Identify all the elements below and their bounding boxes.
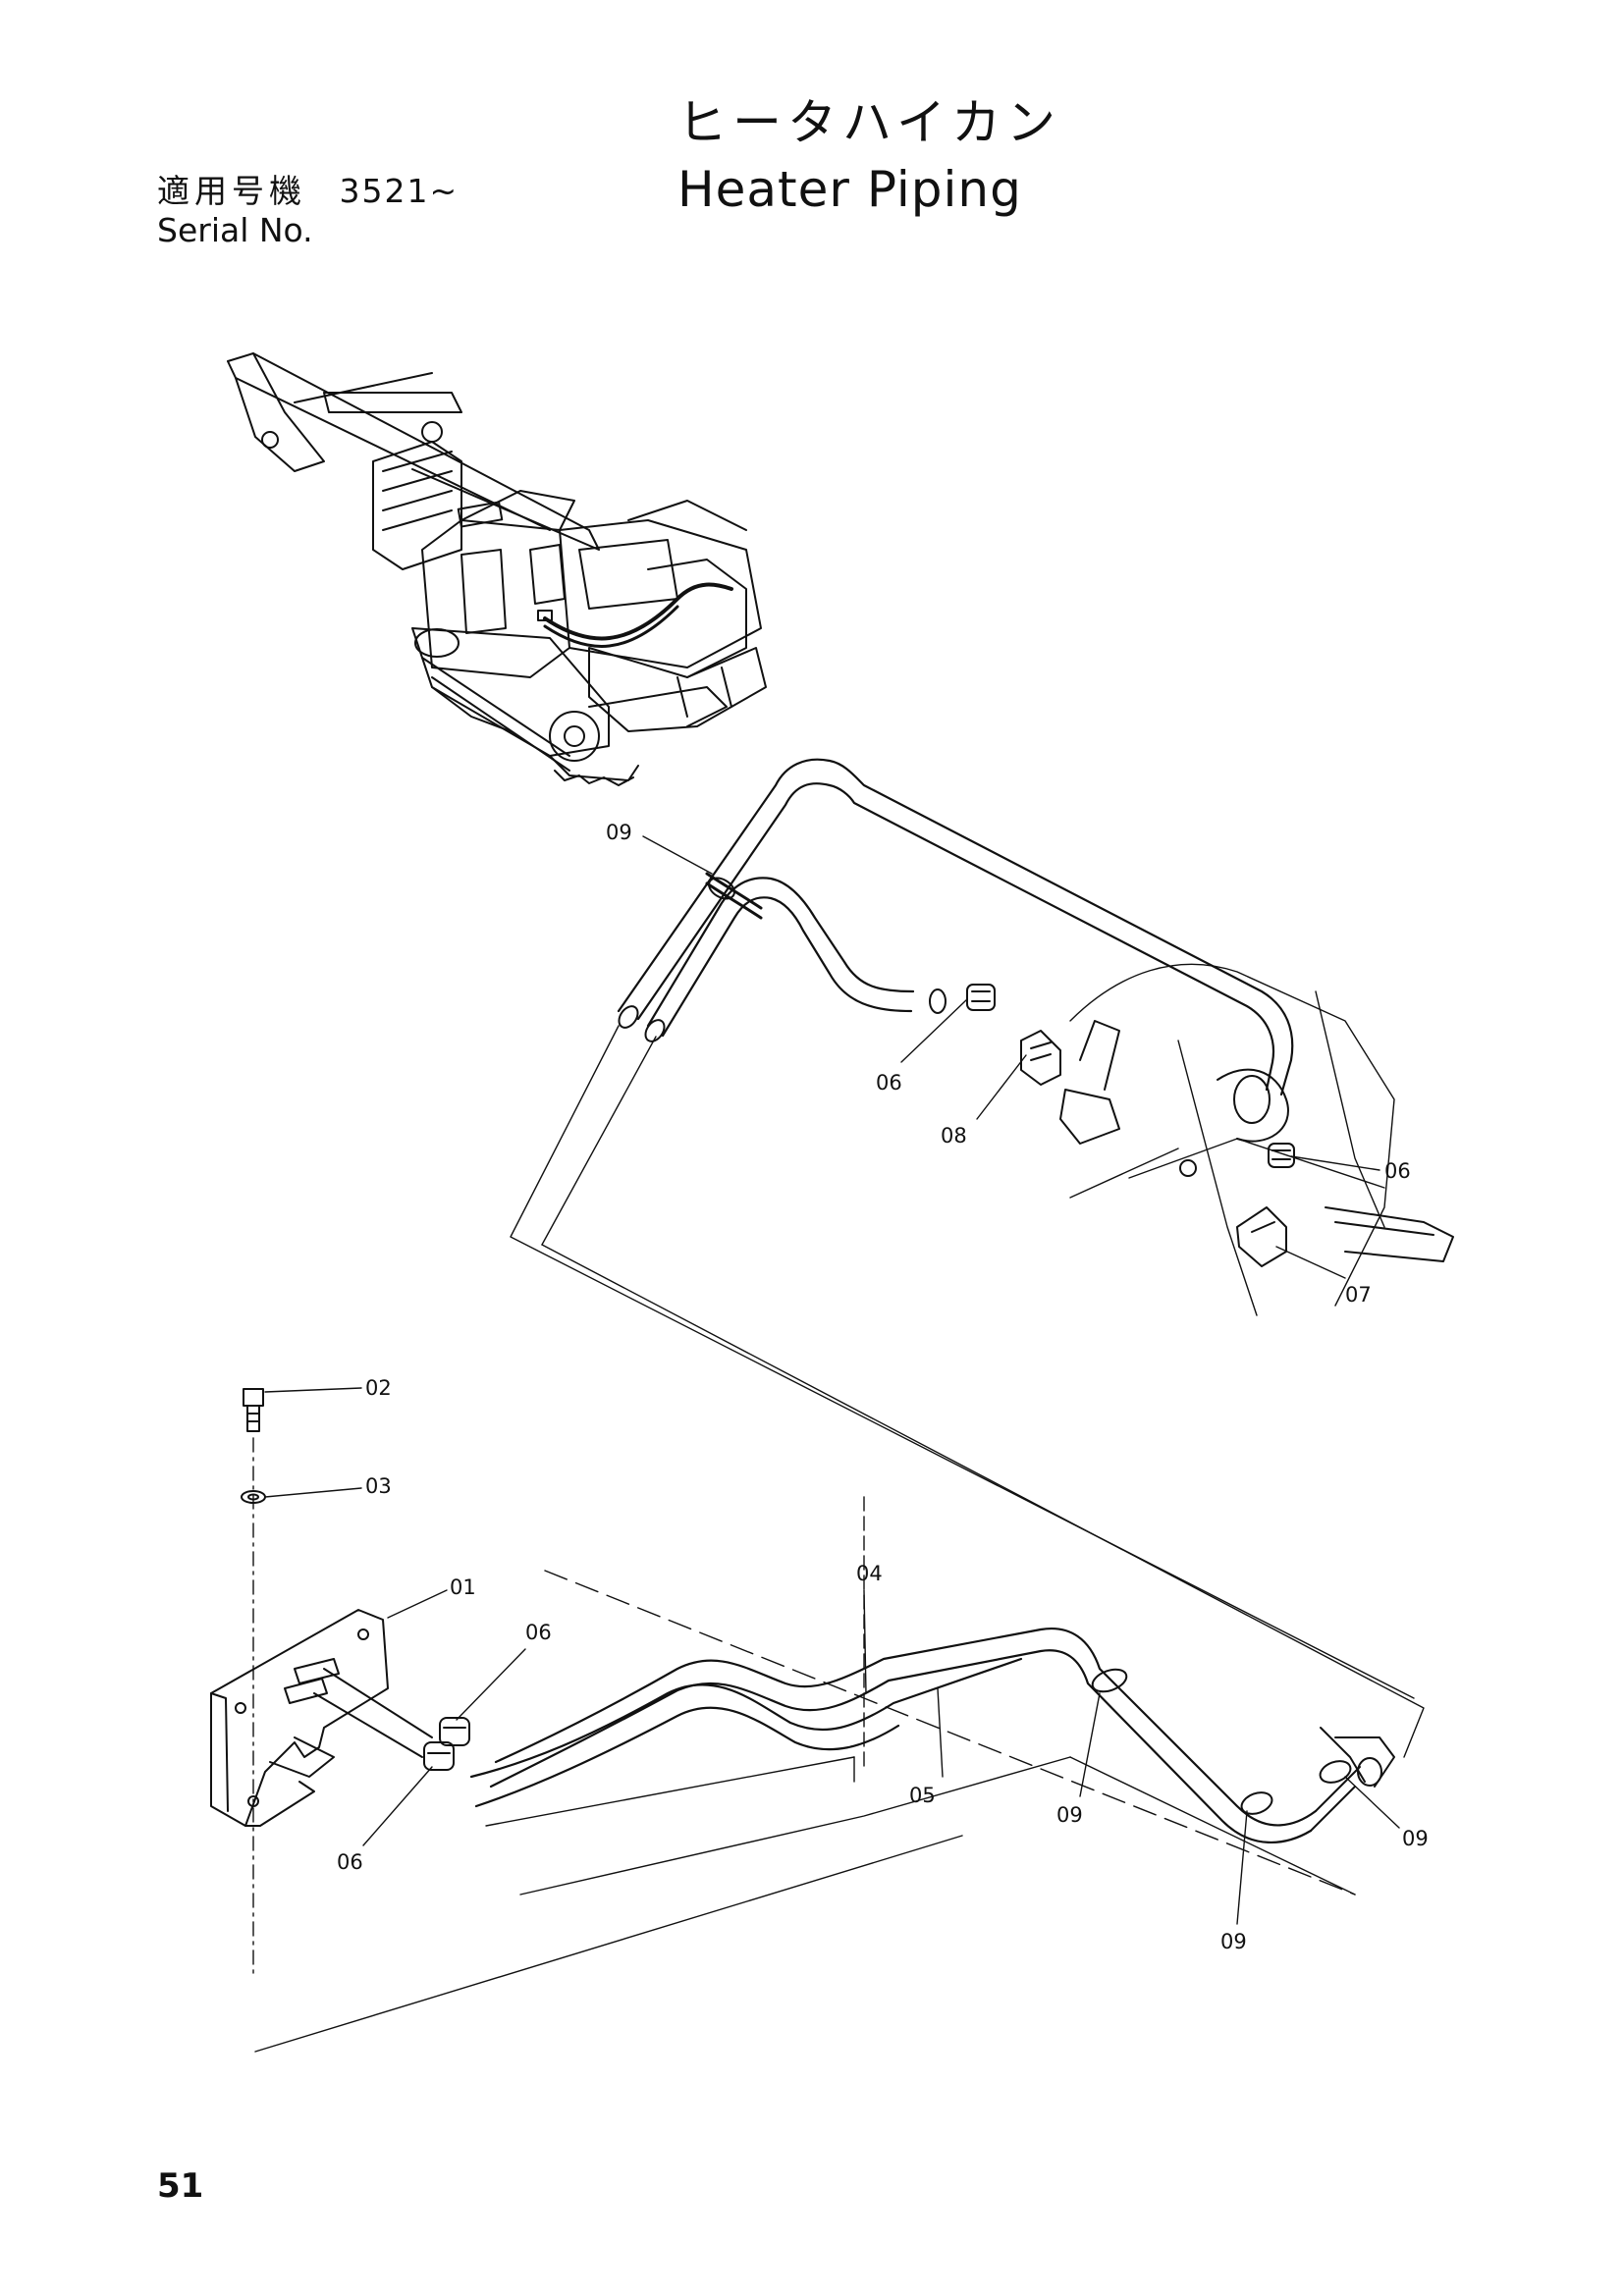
callout-06-lower-bottom: 06: [337, 1850, 363, 1874]
callout-05: 05: [909, 1784, 936, 1807]
page-number: 51: [157, 2166, 204, 2206]
callout-08: 08: [941, 1124, 967, 1148]
excavator-overview: [227, 352, 767, 786]
callout-06-right: 06: [1384, 1159, 1411, 1183]
callout-01: 01: [450, 1575, 476, 1599]
callout-07: 07: [1345, 1283, 1372, 1307]
serial-label-jp-text: 適用号機: [157, 172, 306, 210]
serial-label-english: Serial No.: [157, 211, 313, 249]
serial-label-japanese: 適用号機 3521~: [157, 175, 459, 207]
lower-hose-assembly: [210, 1388, 1395, 2053]
callout-09-lower-bottom: 09: [1220, 1930, 1247, 1953]
callout-09-lower-left: 09: [1056, 1803, 1083, 1827]
callout-03: 03: [365, 1474, 392, 1498]
page-title-english: Heater Piping: [677, 161, 1022, 218]
upper-hose-assembly: [510, 758, 1454, 1758]
callout-06-upper: 06: [876, 1071, 902, 1095]
callout-09-lower-right: 09: [1402, 1827, 1429, 1850]
serial-value: 3521~: [339, 172, 460, 210]
callout-09-upper: 09: [606, 821, 632, 844]
page-title-japanese: ヒータハイカン: [677, 94, 1061, 151]
callout-06-lower-top: 06: [525, 1621, 552, 1644]
callout-labels: 01 02 03 04 05 06 06 06 06 07 08 09 09 0…: [337, 821, 1429, 1953]
leader-lines: [264, 835, 1400, 1925]
callout-04: 04: [856, 1562, 883, 1585]
callout-02: 02: [365, 1376, 392, 1400]
